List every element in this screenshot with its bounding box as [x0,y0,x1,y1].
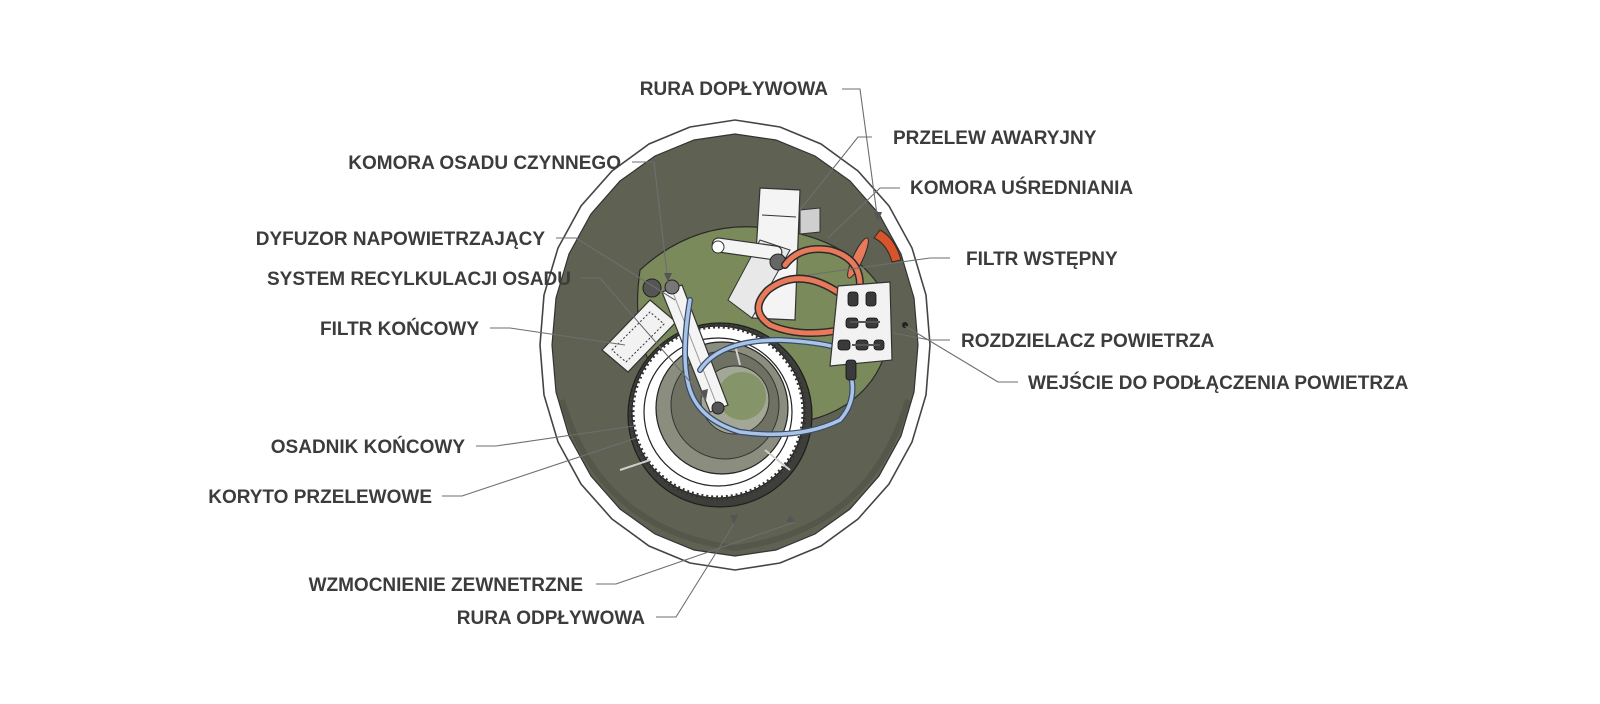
label-activated-sludge-chamber: KOMORA OSADU CZYNNEGO [348,153,621,174]
label-air-distributor: ROZDZIELACZ POWIETRZA [961,331,1215,352]
label-final-clarifier: OSADNIK KOŃCOWY [271,436,466,458]
label-pre-filter: FILTR WSTĘPNY [966,249,1118,270]
label-equalization-chamber: KOMORA UŚREDNIANIA [910,177,1133,199]
air-distributor [829,281,893,381]
label-outlet-pipe: RURA ODPŁYWOWA [457,608,646,629]
air-hoses [682,297,856,438]
label-emergency-overflow: PRZELEW AWARYJNY [893,128,1097,149]
label-outer-reinforcement: WZMOCNIENIE ZEWNETRZNE [309,575,583,596]
inlet-pipe [873,229,902,263]
aeration-diffuser [642,278,729,415]
sludge-recirculation-hoses [754,245,864,337]
label-sludge-recirculation: SYSTEM RECYLKULACJI OSADU [267,269,571,290]
labels: RURA DOPŁYWOWA PRZELEW AWARYJNY KOMORA O… [208,79,1408,629]
leader-lines [442,88,1018,618]
label-air-inlet: WEJŚCIE DO PODŁĄCZENIA POWIETRZA [1028,372,1409,394]
label-overflow-trough: KORYTO PRZELEWOWE [208,487,432,508]
label-aeration-diffuser: DYFUZOR NAPOWIETRZAJĄCY [256,229,546,250]
label-inlet-pipe: RURA DOPŁYWOWA [640,79,829,100]
label-final-filter: FILTR KOŃCOWY [320,318,479,340]
